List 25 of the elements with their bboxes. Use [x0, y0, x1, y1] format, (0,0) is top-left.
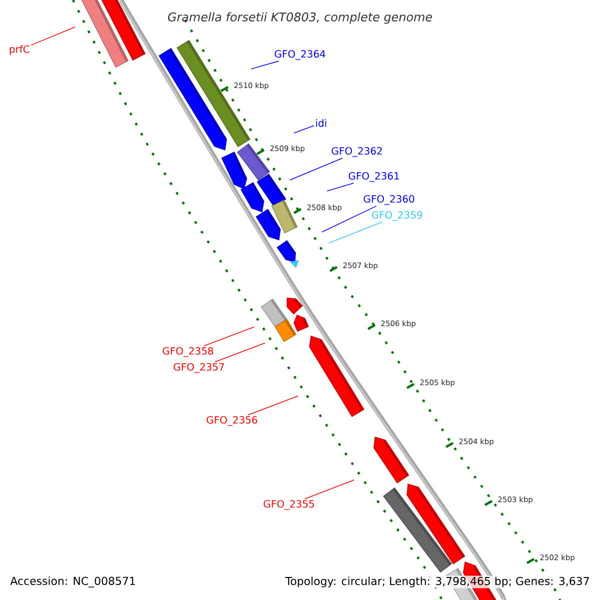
gene-label: GFO_2360 [364, 195, 414, 205]
leader-line [294, 125, 314, 134]
leader-line [204, 326, 254, 346]
leader-line [250, 60, 280, 70]
leader-line [304, 480, 354, 500]
leader-line [328, 222, 382, 244]
gene-label: GFO_2355 [264, 500, 314, 510]
leader-line [30, 26, 76, 46]
leader-line [322, 206, 377, 232]
genome-info-text: Topology: circular; Length: 3,798,465 bp; Genes: 3,637 [284, 576, 591, 588]
gene-label: GFO_2356 [206, 416, 258, 426]
gene-label: GFO_2361 [348, 172, 399, 182]
gene-label: idi [316, 119, 326, 127]
accession-text: Accession: NC_008571 [10, 576, 135, 588]
leader-line [214, 342, 266, 362]
leader-line [326, 182, 354, 192]
leader-line [290, 158, 343, 180]
gene-label: GFO_2362 [332, 147, 382, 157]
leader-line [248, 396, 298, 416]
gene-label: GFO_2364 [274, 50, 326, 60]
gene-label: GFO_2357 [174, 363, 224, 373]
gene-label: GFO_2358 [162, 347, 214, 357]
title: Gramella forsetii KT0803, complete genome [168, 12, 432, 24]
gene-label: prfC [10, 45, 30, 55]
gene-label: GFO_2359 [372, 211, 422, 221]
